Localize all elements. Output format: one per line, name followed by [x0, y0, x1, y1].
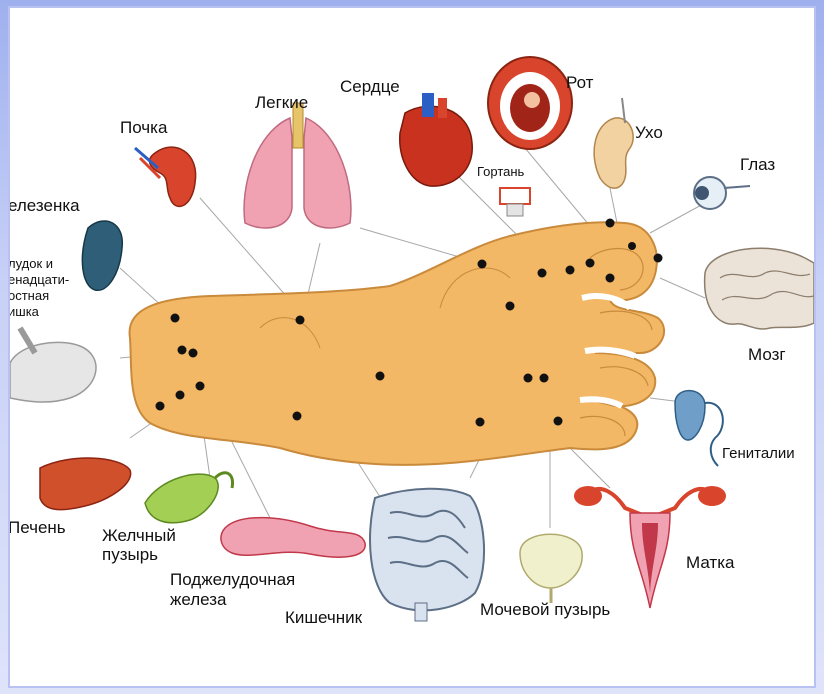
label-gallbladder-line2: пузырь: [102, 545, 158, 564]
label-heart: Сердце: [340, 77, 400, 96]
larynx-illustration: [500, 188, 530, 216]
label-kidney: Почка: [120, 118, 168, 137]
heart-illustration: [400, 93, 472, 186]
stomach-illustration: [10, 328, 96, 402]
brain-illustration: [705, 248, 814, 329]
label-stomach-line1: лудок и: [10, 256, 53, 271]
label-ear: Ухо: [635, 123, 663, 142]
mouth-illustration: [488, 57, 572, 149]
ear-illustration: [594, 98, 633, 188]
label-bladder: Мочевой пузырь: [480, 600, 610, 619]
gallbladder-illustration: [145, 473, 233, 523]
kidney-illustration: [135, 147, 196, 206]
bladder-illustration: [520, 534, 582, 603]
foot: [130, 222, 665, 465]
intestines-illustration: [370, 489, 484, 621]
label-stomach-line3: остная: [10, 288, 49, 303]
label-lungs: Легкие: [255, 93, 308, 112]
label-pancreas-line1: Поджелудочная: [170, 570, 295, 589]
label-liver: Печень: [10, 518, 66, 537]
label-intestines: Кишечник: [285, 608, 363, 627]
diagram-frame: Почка Легкие Сердце Рот Ухо Глаз Гортань…: [10, 8, 814, 686]
eye-illustration: [694, 177, 750, 209]
liver-illustration: [40, 458, 131, 510]
label-genitals: Гениталии: [722, 445, 795, 462]
label-spleen: елезенка: [10, 196, 80, 215]
genitals-illustration: [675, 391, 723, 466]
lungs-illustration: [244, 103, 351, 228]
pancreas-illustration: [221, 518, 365, 558]
label-gallbladder-line1: Желчный: [102, 526, 176, 545]
label-larynx: Гортань: [477, 164, 525, 179]
label-stomach-line4: ишка: [10, 304, 40, 319]
label-uterus: Матка: [686, 553, 735, 572]
label-eye: Глаз: [740, 155, 775, 174]
foot-reflexology-diagram: Почка Легкие Сердце Рот Ухо Глаз Гортань…: [10, 8, 814, 686]
label-mouth: Рот: [566, 73, 594, 92]
label-stomach-line2: енадцати-: [10, 272, 69, 287]
uterus-illustration: [574, 486, 726, 608]
spleen-illustration: [82, 221, 122, 290]
label-brain: Мозг: [748, 345, 786, 364]
label-pancreas-line2: железа: [170, 590, 227, 609]
